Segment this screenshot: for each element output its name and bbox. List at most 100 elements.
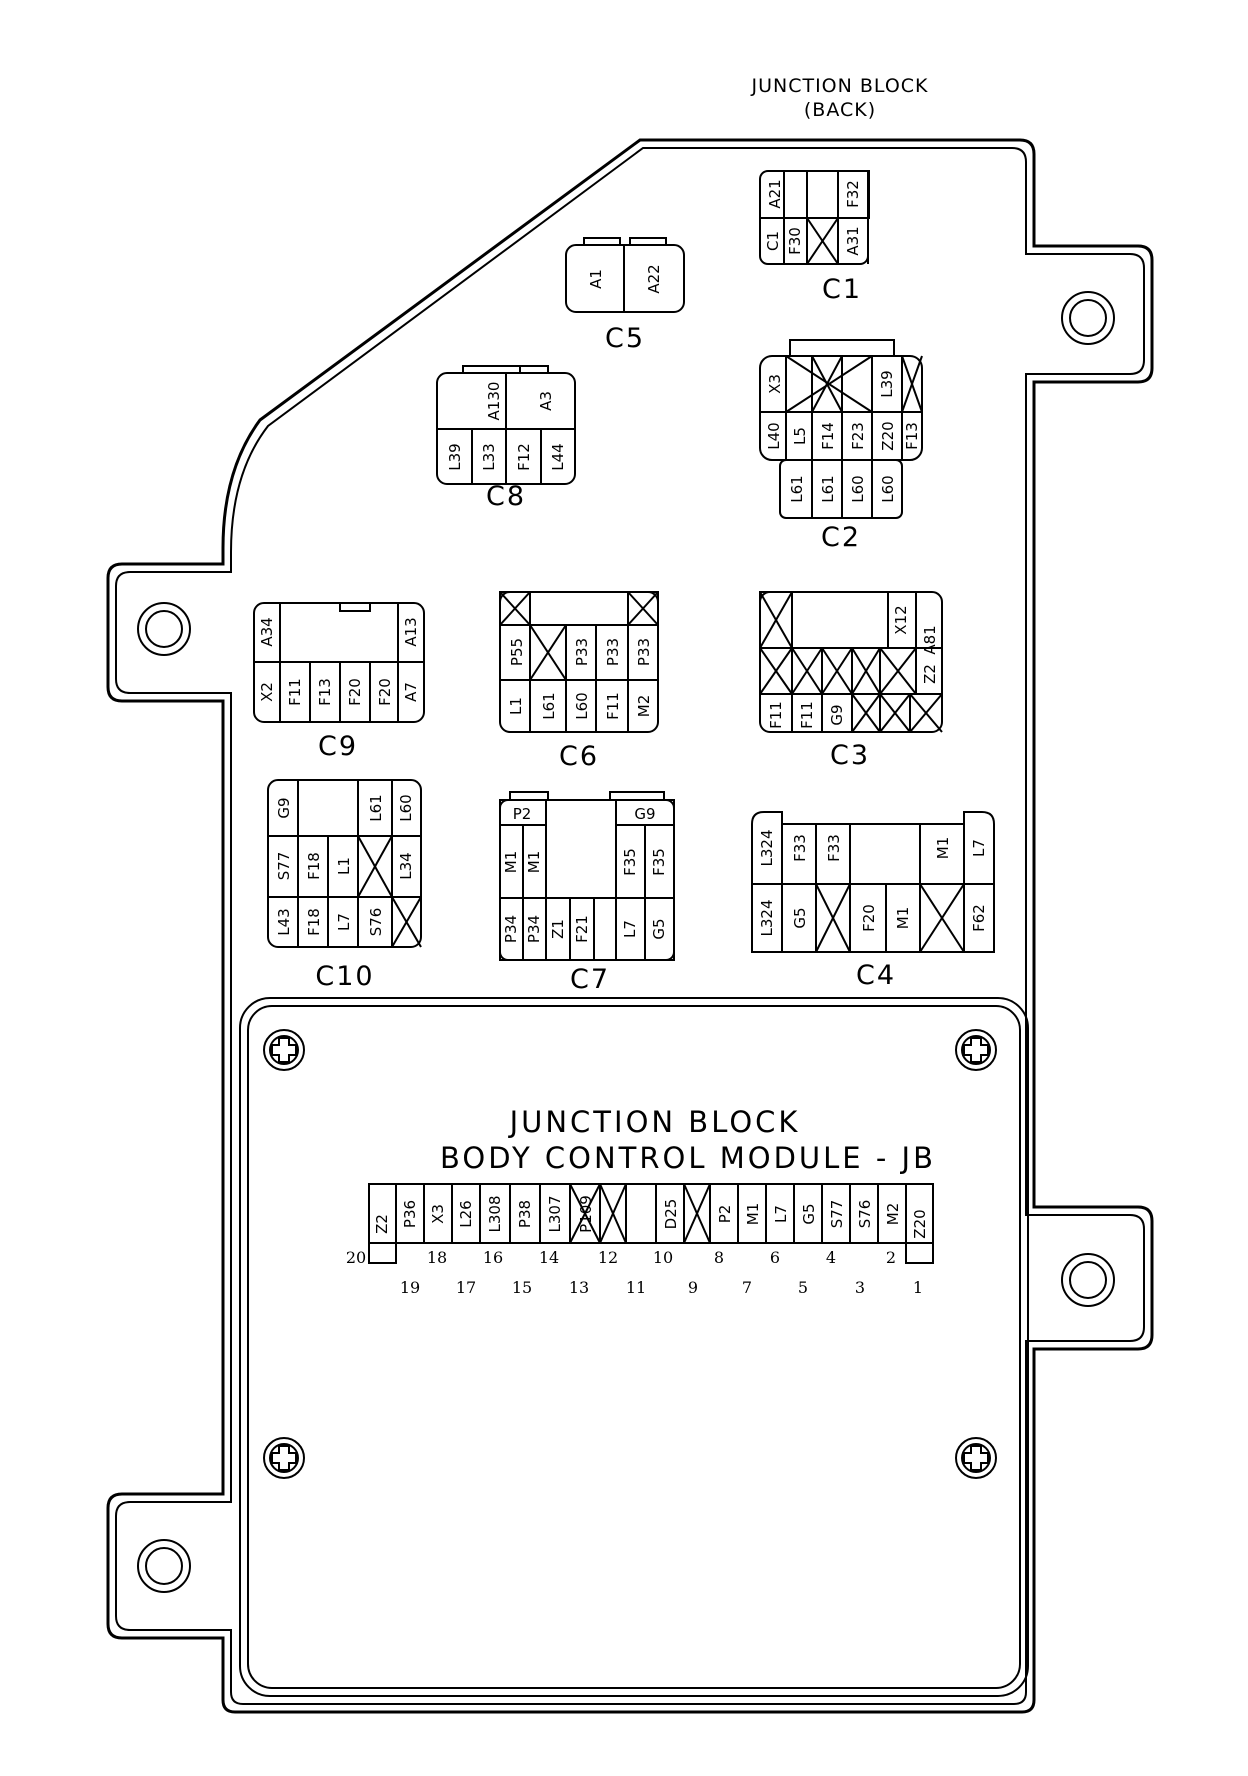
connector-cell: G5 bbox=[791, 907, 809, 928]
connector-cell: P34 bbox=[502, 915, 520, 943]
connector-cell: X12 bbox=[892, 605, 910, 634]
connector-cell: G9 bbox=[634, 805, 655, 823]
connector-cell: L7 bbox=[335, 913, 353, 931]
pin-number: 17 bbox=[456, 1278, 476, 1297]
connector-cell: F35 bbox=[621, 848, 639, 876]
pin-number: 20 bbox=[346, 1248, 366, 1267]
connector-label-c10: C10 bbox=[315, 961, 374, 992]
connector-cell: F32 bbox=[844, 180, 862, 208]
connector-cell: M1 bbox=[525, 851, 543, 874]
connector-label-c5: C5 bbox=[605, 323, 645, 354]
connector-c8 bbox=[436, 365, 576, 485]
module-subtitle: BODY CONTROL MODULE - JB bbox=[440, 1141, 936, 1175]
connector-cell: F13 bbox=[316, 678, 334, 706]
connector-cell: F21 bbox=[573, 915, 591, 943]
connector-cell: A22 bbox=[645, 264, 663, 293]
connector-cell: F33 bbox=[791, 834, 809, 862]
connector-cell: F33 bbox=[825, 834, 843, 862]
connector-cell: F11 bbox=[604, 692, 622, 720]
connector-c6 bbox=[499, 591, 659, 733]
connector-cell: Z2 bbox=[921, 664, 939, 684]
pin-number: 18 bbox=[427, 1248, 447, 1267]
pin-number: 10 bbox=[653, 1248, 673, 1267]
pin-number: 7 bbox=[742, 1278, 752, 1297]
pin-number: 8 bbox=[714, 1248, 724, 1267]
screw-icon bbox=[955, 1029, 997, 1071]
module-pin: Z2 bbox=[373, 1214, 391, 1234]
connector-cell: F11 bbox=[767, 701, 785, 729]
pin-number: 15 bbox=[512, 1278, 532, 1297]
pin-number: 14 bbox=[539, 1248, 559, 1267]
screw-icon bbox=[955, 1437, 997, 1479]
connector-cell: F30 bbox=[786, 227, 804, 255]
connector-cell: M1 bbox=[502, 851, 520, 874]
pin-number: 19 bbox=[400, 1278, 420, 1297]
connector-cell: L1 bbox=[507, 697, 525, 715]
module-pin: P109 bbox=[577, 1195, 595, 1233]
connector-cell: G5 bbox=[650, 918, 668, 939]
connector-cell: L61 bbox=[540, 692, 558, 719]
connector-cell: L7 bbox=[621, 920, 639, 938]
module-pin: L308 bbox=[486, 1196, 504, 1233]
connector-cell: F18 bbox=[305, 852, 323, 880]
connector-cell: G9 bbox=[828, 704, 846, 725]
connector-label-c4: C4 bbox=[856, 960, 896, 991]
connector-cell: L34 bbox=[397, 852, 415, 879]
connector-label-c7: C7 bbox=[570, 964, 610, 995]
connector-cell: M2 bbox=[635, 695, 653, 718]
connector-cell: P33 bbox=[604, 638, 622, 666]
screw-icon bbox=[263, 1437, 305, 1479]
connector-label-c8: C8 bbox=[486, 481, 526, 512]
header-title: JUNCTION BLOCK bbox=[750, 75, 928, 97]
connector-label-c9: C9 bbox=[318, 731, 358, 762]
connector-cell: L43 bbox=[275, 908, 293, 935]
connector-cell: X3 bbox=[766, 374, 784, 394]
module-pin: L7 bbox=[772, 1205, 790, 1223]
connector-cell: L1 bbox=[335, 857, 353, 875]
connector-cell: A13 bbox=[402, 617, 420, 646]
connector-cell: A7 bbox=[402, 682, 420, 702]
connector-cell: F14 bbox=[819, 422, 837, 450]
connector-cell: P33 bbox=[635, 638, 653, 666]
connector-cell: X2 bbox=[258, 682, 276, 702]
module-pin: X3 bbox=[429, 1204, 447, 1224]
connector-cell: C1 bbox=[764, 231, 782, 251]
module-title: JUNCTION BLOCK bbox=[508, 1105, 801, 1139]
module-pin: P38 bbox=[516, 1200, 534, 1228]
connector-cell: P34 bbox=[525, 915, 543, 943]
module-pin: M2 bbox=[884, 1203, 902, 1226]
connector-cell: F20 bbox=[346, 678, 364, 706]
pin-strip bbox=[368, 1183, 934, 1264]
connector-c9 bbox=[253, 602, 425, 723]
connector-cell: F18 bbox=[305, 908, 323, 936]
connector-cell: L61 bbox=[367, 794, 385, 821]
connector-cell: L40 bbox=[765, 422, 783, 449]
pin-number: 11 bbox=[626, 1278, 646, 1297]
module-pin: S76 bbox=[856, 1200, 874, 1229]
mounting-hole bbox=[1061, 1253, 1115, 1307]
connector-cell: S77 bbox=[275, 852, 293, 881]
connector-c5 bbox=[565, 237, 685, 313]
connector-cell: L324 bbox=[758, 830, 776, 867]
pin-number: 6 bbox=[770, 1248, 780, 1267]
module-panel bbox=[239, 997, 1029, 1697]
pin-number: 1 bbox=[913, 1278, 923, 1297]
connector-cell: P55 bbox=[508, 638, 526, 666]
connector-cell: L61 bbox=[788, 475, 806, 502]
mounting-hole bbox=[1061, 291, 1115, 345]
connector-cell: A3 bbox=[537, 391, 555, 411]
connector-c4 bbox=[751, 811, 995, 953]
connector-c7 bbox=[499, 791, 675, 961]
module-pin: P2 bbox=[716, 1205, 734, 1224]
connector-cell: L44 bbox=[549, 443, 567, 470]
module-pin: P36 bbox=[401, 1200, 419, 1228]
connector-cell: L5 bbox=[791, 427, 809, 445]
connector-cell: L7 bbox=[970, 839, 988, 857]
connector-label-c1: C1 bbox=[822, 274, 862, 305]
pin-number: 5 bbox=[798, 1278, 808, 1297]
connector-cell: A81 bbox=[921, 625, 939, 654]
connector-label-c2: C2 bbox=[821, 522, 861, 553]
connector-c10 bbox=[267, 779, 422, 948]
connector-cell: S76 bbox=[367, 908, 385, 937]
